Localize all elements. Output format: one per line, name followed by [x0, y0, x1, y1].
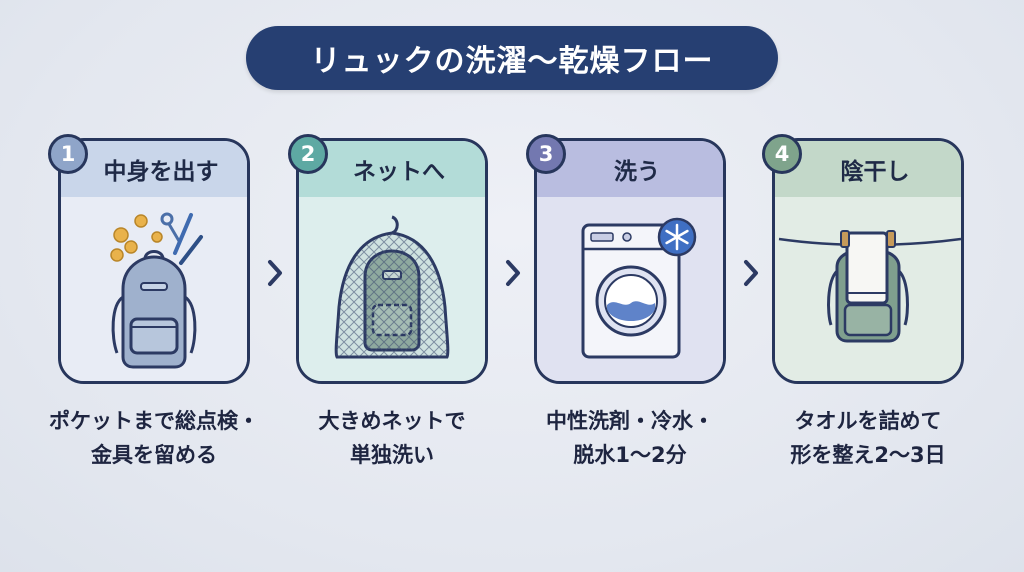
- step-1-label: 中身を出す: [103, 159, 219, 185]
- step-3-badge: 3: [526, 134, 566, 174]
- step-3-label: 洗う: [614, 159, 660, 185]
- step-2-illustration: [299, 197, 485, 381]
- backpack-in-net-icon: [334, 215, 450, 359]
- step-4-number: 4: [774, 142, 790, 166]
- step-card-4: 陰干し: [772, 138, 964, 384]
- step-2-desc-line-2: 単独洗い: [350, 443, 434, 467]
- chevron-right-icon: [503, 258, 523, 288]
- step-1-header: 中身を出す: [61, 141, 247, 197]
- step-card-2: ネットへ: [296, 138, 488, 384]
- step-3-desc-line-2: 脱水1〜2分: [573, 443, 687, 467]
- step-1-description: ポケットまで総点検・ 金具を留める: [34, 404, 274, 472]
- step-1-number: 1: [60, 142, 76, 166]
- step-2-label: ネットへ: [353, 159, 445, 185]
- step-3-number: 3: [538, 142, 554, 166]
- step-2-header: ネットへ: [299, 141, 485, 197]
- snowflake-icon: [665, 223, 689, 251]
- chevron-right-icon: [265, 258, 285, 288]
- step-4-label: 陰干し: [840, 159, 910, 185]
- step-1-desc-line-1: ポケットまで総点検・: [49, 409, 259, 433]
- step-1-desc-line-2: 金具を留める: [91, 443, 217, 467]
- step-3-illustration: [537, 197, 723, 381]
- step-2-desc-line-1: 大きめネットで: [318, 409, 466, 433]
- step-4-description: タオルを詰めて 形を整え2〜3日: [748, 404, 988, 472]
- washing-machine-cold-icon: [581, 217, 697, 359]
- backpack-drying-towel-icon: [778, 230, 961, 343]
- step-3-header: 洗う: [537, 141, 723, 197]
- step-4-badge: 4: [762, 134, 802, 174]
- page-title: リュックの洗濯〜乾燥フロー: [246, 26, 778, 90]
- step-4-desc-line-1: タオルを詰めて: [794, 409, 942, 433]
- step-2-description: 大きめネットで 単独洗い: [272, 404, 512, 472]
- step-2-number: 2: [300, 142, 316, 166]
- step-4-illustration: [775, 197, 961, 381]
- step-card-3: 洗う: [534, 138, 726, 384]
- step-3-desc-line-1: 中性洗剤・冷水・: [546, 409, 714, 433]
- step-1-badge: 1: [48, 134, 88, 174]
- step-4-header: 陰干し: [775, 141, 961, 197]
- step-1-illustration: [61, 197, 247, 381]
- step-4-desc-line-2: 形を整え2〜3日: [790, 443, 946, 467]
- step-3-description: 中性洗剤・冷水・ 脱水1〜2分: [510, 404, 750, 472]
- backpack-with-coins-icon: [110, 212, 203, 369]
- step-2-badge: 2: [288, 134, 328, 174]
- step-card-1: 中身を出す: [58, 138, 250, 384]
- chevron-right-icon: [741, 258, 761, 288]
